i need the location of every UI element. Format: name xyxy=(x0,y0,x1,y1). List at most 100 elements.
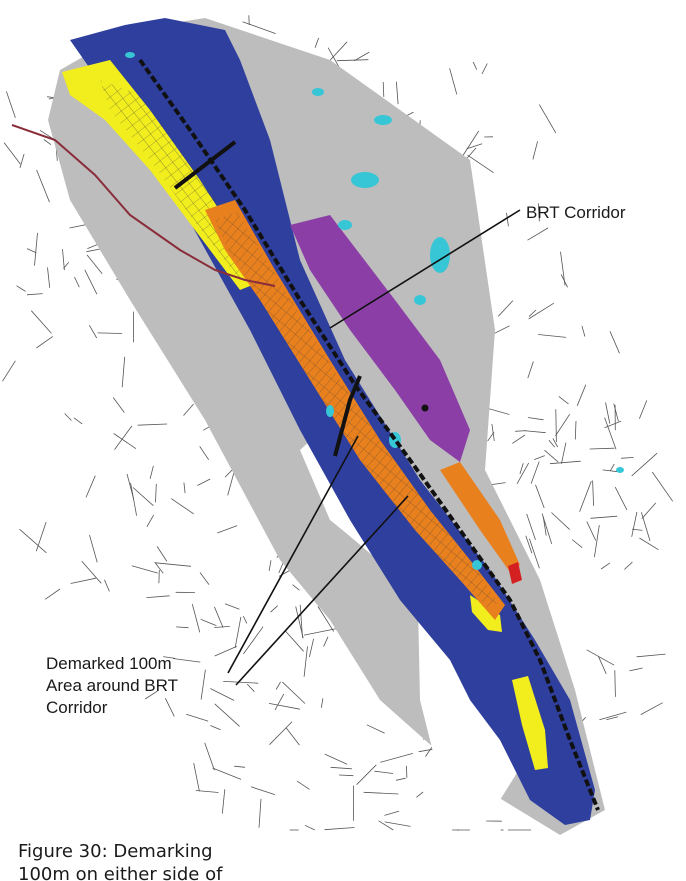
road-segment xyxy=(155,483,157,503)
road-segment xyxy=(186,713,209,722)
road-segment xyxy=(592,480,594,506)
road-segment xyxy=(269,721,293,745)
road-segment xyxy=(268,703,301,710)
road-segment xyxy=(183,482,186,494)
road-segment xyxy=(324,827,355,831)
road-segment xyxy=(74,276,80,288)
road-segment xyxy=(34,232,38,266)
road-segment xyxy=(338,774,354,777)
road-segment xyxy=(461,130,480,157)
road-segment xyxy=(144,690,158,700)
road-segment xyxy=(268,560,272,571)
road-segment xyxy=(170,498,195,515)
road-segment xyxy=(146,595,170,598)
road-segment xyxy=(292,584,300,591)
road-segment xyxy=(26,293,43,296)
road-segment xyxy=(36,336,53,349)
road-segment xyxy=(47,267,51,288)
zone-orange-grid xyxy=(215,212,498,610)
road-segment xyxy=(176,626,189,629)
road-segment xyxy=(579,481,592,512)
road-segment xyxy=(548,439,556,448)
road-segment xyxy=(242,21,276,34)
road-segment xyxy=(538,104,557,134)
road-segment xyxy=(356,764,377,785)
road-segment xyxy=(586,649,615,666)
road-segment xyxy=(614,486,628,511)
road-segment xyxy=(629,667,643,672)
road-segment xyxy=(221,789,226,814)
cross-road-north xyxy=(173,140,237,190)
road-segment xyxy=(639,537,659,551)
zone-orange-east xyxy=(440,462,520,572)
road-segment xyxy=(323,636,329,647)
road-segment xyxy=(523,430,546,434)
road-segment xyxy=(604,420,622,429)
road-segment xyxy=(195,790,219,793)
road-segment xyxy=(234,765,246,768)
road-segment xyxy=(164,698,175,717)
road-segment xyxy=(590,515,618,519)
road-segment xyxy=(558,396,569,405)
road-segment xyxy=(602,469,618,473)
road-segment xyxy=(527,227,549,241)
road-segment xyxy=(466,143,483,150)
road-segment xyxy=(250,786,276,795)
road-segment xyxy=(212,767,242,780)
road-segment xyxy=(104,579,110,592)
road-segment xyxy=(640,702,663,715)
road-segment xyxy=(624,561,633,570)
road-segment xyxy=(304,627,340,636)
road-segment xyxy=(121,356,126,388)
road-segment xyxy=(85,475,96,498)
road-segment xyxy=(555,413,571,437)
brt-corridor-label: BRT Corridor xyxy=(526,203,626,222)
road-segment xyxy=(126,473,135,500)
road-segment xyxy=(36,169,50,203)
road-segment xyxy=(199,572,210,585)
road-segment xyxy=(621,457,634,459)
road-segment xyxy=(19,528,47,554)
road-segment xyxy=(382,81,385,97)
road-segment xyxy=(2,360,16,382)
road-segment xyxy=(541,513,553,545)
road-segment xyxy=(155,562,192,567)
road-segment xyxy=(378,820,394,831)
road-segment xyxy=(416,791,424,798)
road-segment xyxy=(353,51,370,62)
road-segment xyxy=(537,203,540,222)
road-segment xyxy=(258,798,262,828)
road-segment xyxy=(609,463,615,472)
road-segment xyxy=(274,693,285,711)
road-segment xyxy=(604,417,617,450)
road-segment xyxy=(224,469,234,478)
road-segment xyxy=(224,603,240,610)
brt-centerline xyxy=(138,58,600,811)
road-segment xyxy=(44,588,61,600)
road-segment xyxy=(89,534,98,563)
zone-yellow-south-1 xyxy=(470,595,502,632)
road-segment xyxy=(599,711,627,721)
road-segment xyxy=(576,384,587,406)
road-segment xyxy=(191,603,201,633)
road-segment xyxy=(396,81,399,105)
road-segment xyxy=(598,656,607,674)
road-segment xyxy=(43,139,52,146)
road-segment xyxy=(214,703,240,727)
road-segment xyxy=(149,465,154,479)
road-segment xyxy=(374,770,394,774)
road-segment xyxy=(525,535,533,554)
road-segment xyxy=(651,471,674,502)
road-segment xyxy=(574,420,577,440)
road-segment xyxy=(472,61,478,70)
road-segment xyxy=(336,59,369,62)
road-segment xyxy=(214,606,224,628)
road-segment xyxy=(112,397,125,413)
road-segment xyxy=(544,449,559,463)
road-segment xyxy=(131,565,158,574)
road-segment xyxy=(282,681,306,704)
road-segment xyxy=(62,249,65,271)
road-segment xyxy=(380,753,414,763)
road-segment xyxy=(641,512,651,542)
